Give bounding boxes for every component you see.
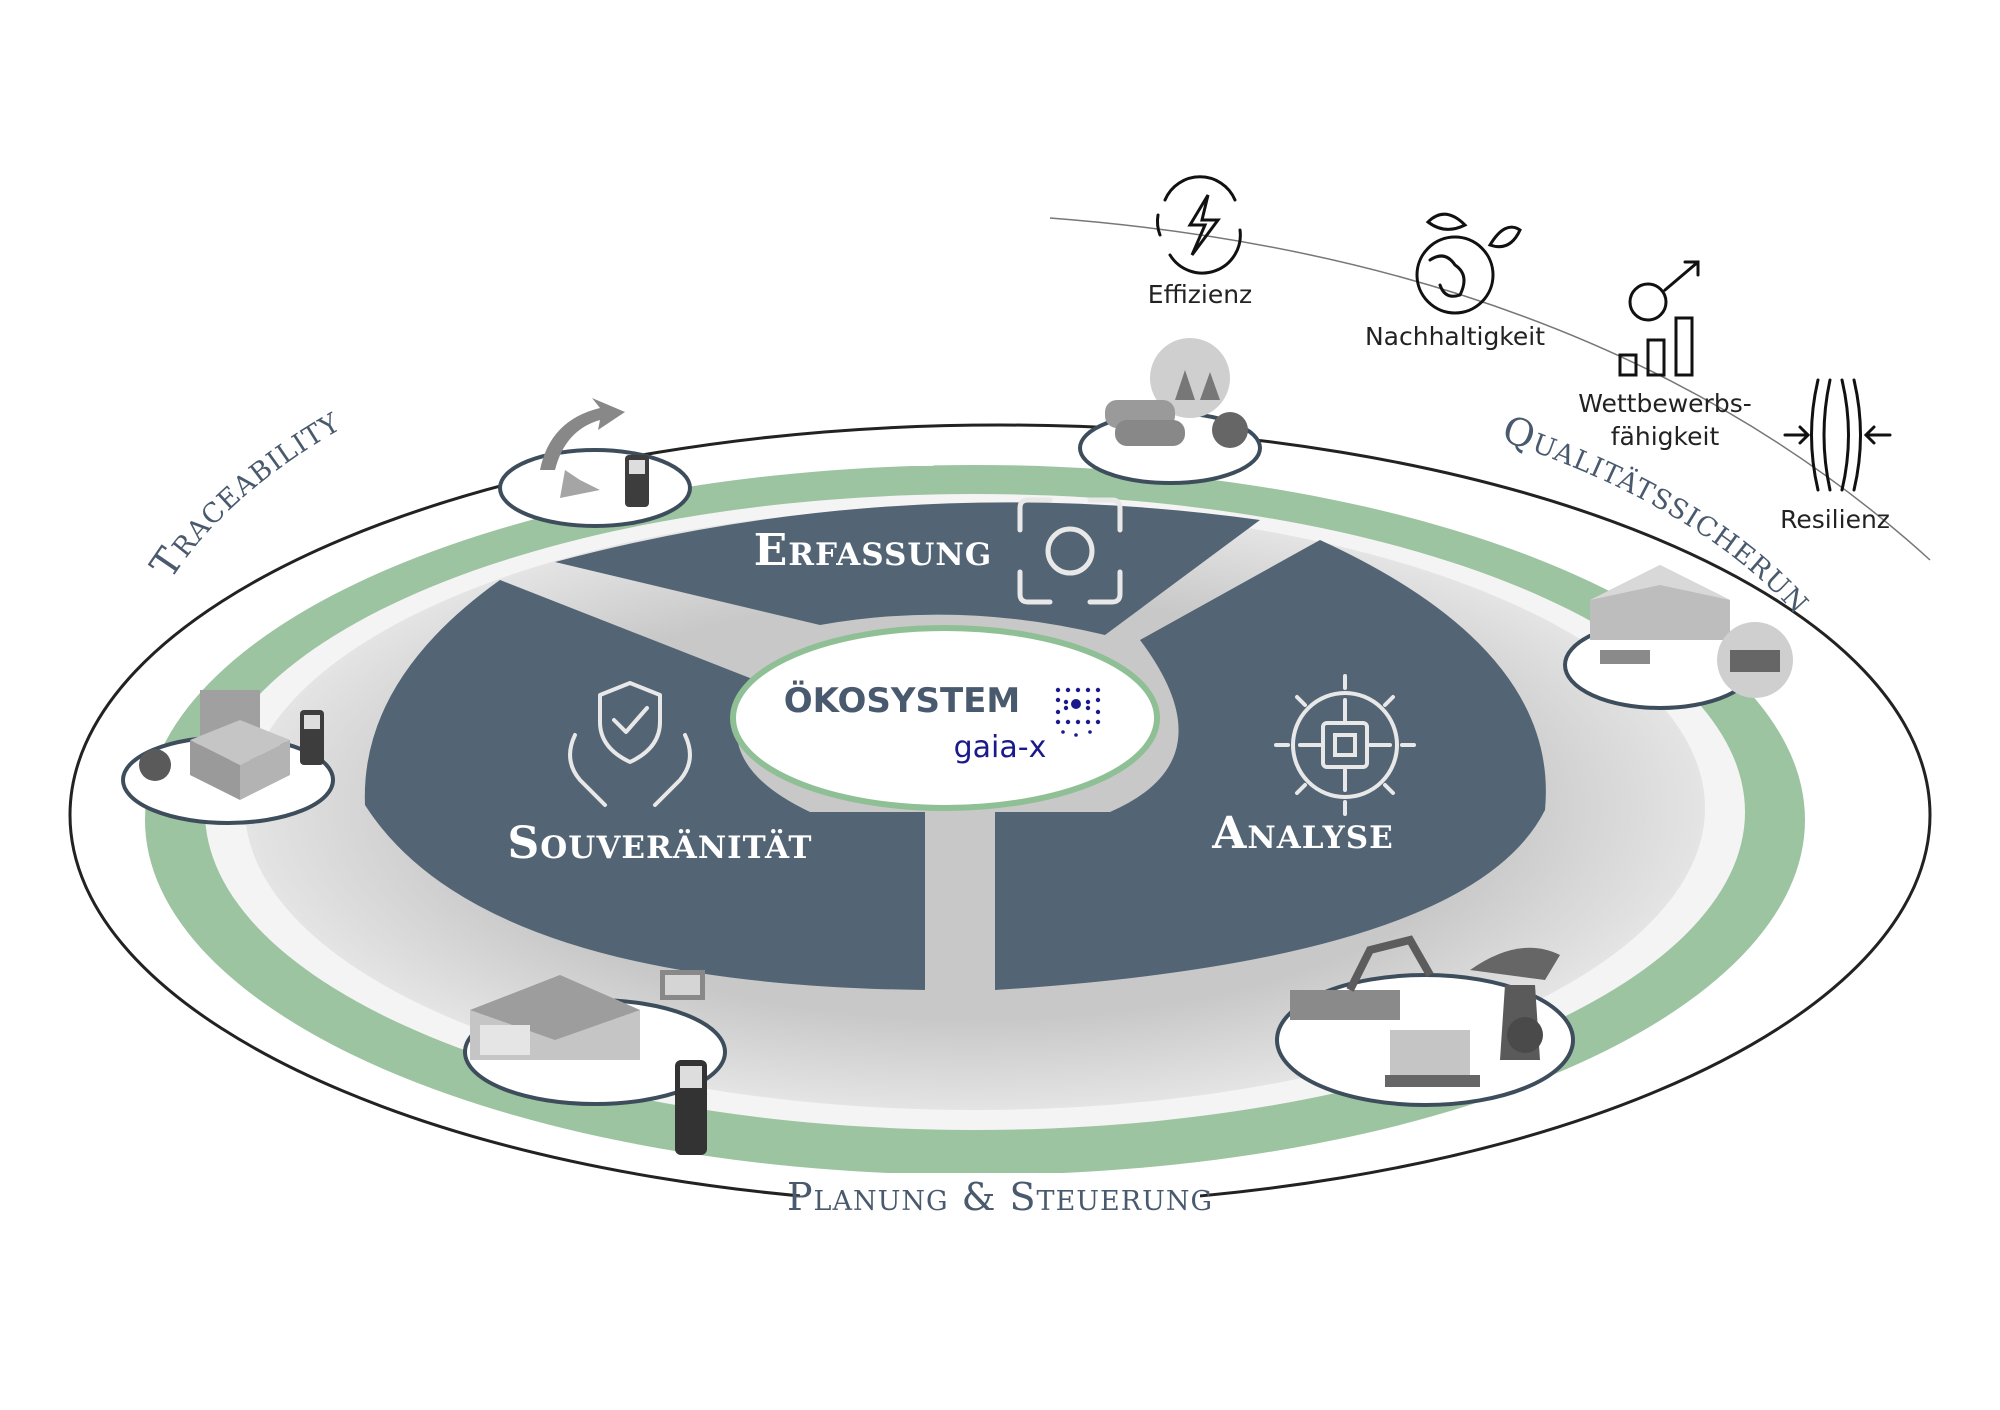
segment-souveraenitaet	[364, 580, 925, 990]
benefit-label-effizienz: Effizienz	[1148, 280, 1252, 309]
benefit-label-wettbewerb-1: Wettbewerbs-	[1578, 389, 1752, 418]
benefit-label-resilienz: Resilienz	[1780, 505, 1890, 534]
gaia-x-logo-text: gaia-x	[954, 730, 1047, 765]
bubble-construction-traceability	[121, 690, 335, 825]
chevron-arrows	[815, 438, 947, 466]
resilience-compress-icon	[1783, 378, 1892, 492]
efficiency-lightning-icon	[1155, 175, 1242, 275]
benefit-label-wettbewerb-2: fähigkeit	[1611, 422, 1720, 451]
center-ellipse	[730, 625, 1160, 811]
segment-analyse	[995, 540, 1546, 990]
benefit-label-nachhaltigkeit: Nachhaltigkeit	[1365, 322, 1545, 351]
gaia-x-logo-icon	[1055, 687, 1101, 737]
capture-icon	[1017, 497, 1123, 605]
bubble-recycling-scanner	[498, 398, 692, 528]
sustainability-globe-icon	[1415, 212, 1522, 315]
bubble-forestry-wood	[1078, 338, 1262, 485]
competitiveness-chart-icon	[1618, 260, 1700, 377]
segment-label-erfassung: Erfassung	[754, 525, 992, 576]
ring-label-planung: Planung & Steuerung	[787, 1175, 1213, 1219]
bubble-robot-security	[1275, 935, 1575, 1107]
shield-hands-icon	[568, 681, 692, 807]
segment-label-analyse: Analyse	[1211, 808, 1394, 859]
ring-label-traceability: Traceability	[142, 398, 348, 586]
segment-label-souveraenitaet: Souveränität	[508, 818, 813, 869]
bubble-factory-planning	[463, 970, 727, 1155]
gear-chip-icon	[1274, 674, 1416, 816]
bubble-warehouse-quality	[1563, 565, 1793, 710]
planung-label-bg	[800, 1173, 1200, 1225]
center-title: ÖKOSYSTEM	[784, 680, 1020, 721]
